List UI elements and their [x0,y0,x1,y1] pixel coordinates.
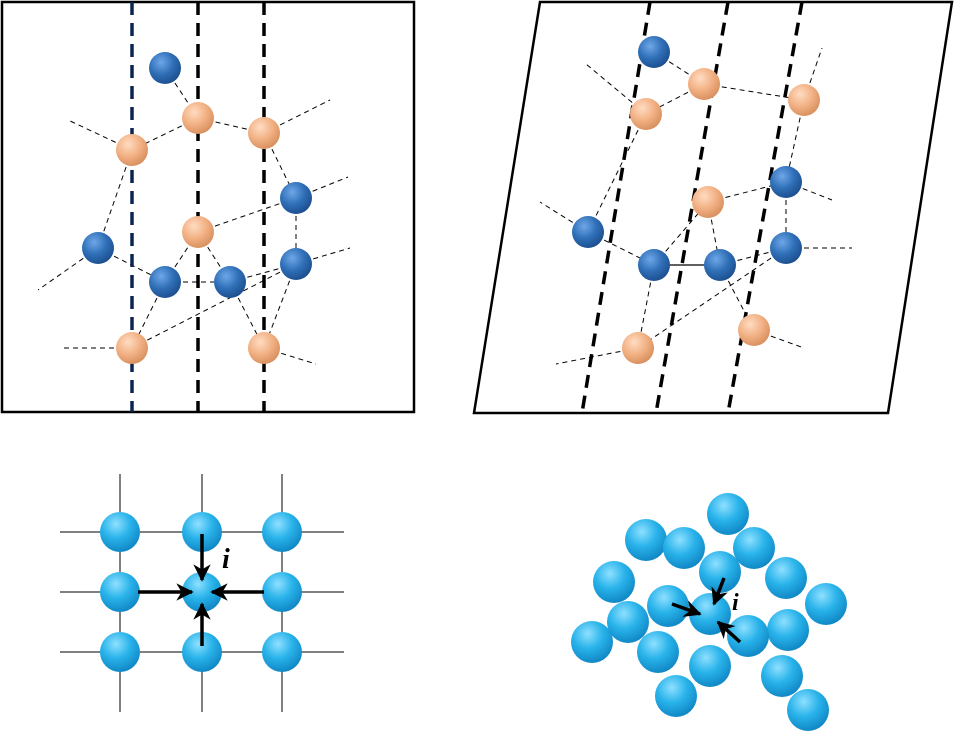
cluster-particles [571,493,847,731]
particle [607,601,649,643]
site-label-i-lattice: i [222,544,230,575]
particle [182,632,222,672]
blue-atom [280,248,312,280]
particle [182,512,222,552]
cluster-arrows [671,577,742,644]
particle [767,609,809,651]
particle [262,572,302,612]
panel-disordered-cluster: i [571,493,847,731]
particle [262,512,302,552]
orange-atom [248,332,280,364]
lattice-particles [100,512,302,672]
orange-atom [116,332,148,364]
particle [733,527,775,569]
particle [699,551,741,593]
blue-atom [214,266,246,298]
particle [655,675,697,717]
square-frame [0,0,416,414]
sheared-line-2 [654,1,730,414]
blue-atom [149,266,181,298]
particle [100,572,140,612]
blue-atom [704,249,736,281]
panel-crystal-sheared [472,0,954,415]
parallelogram-frame [472,0,954,415]
blue-atom [572,216,604,248]
reference-dashed-lines [580,1,804,414]
particle [787,689,829,731]
particle [663,527,705,569]
particle [647,585,689,627]
blue-atom [638,249,670,281]
particle-center [182,572,222,612]
sheared-line-3 [726,1,804,414]
atoms-tr [572,36,820,364]
blue-atom [82,232,114,264]
blue-atom [149,52,181,84]
orange-atom [182,216,214,248]
lattice-arrows [138,534,264,646]
particle [707,493,749,535]
arrow-from-lower-right [716,620,742,644]
atoms-tl [82,52,312,364]
particle [727,615,769,657]
orange-atom [692,186,724,218]
panel-crystal-square [0,0,416,414]
sheared-line-1 [580,1,652,414]
orange-atom [688,68,720,100]
orange-atom [182,102,214,134]
orange-atom [738,314,770,346]
particle [637,631,679,673]
particle [100,512,140,552]
particle [805,583,847,625]
site-label-i-cluster: i [732,590,739,616]
particle [100,632,140,672]
arrow-from-left [671,600,702,617]
panel-square-lattice: i [60,474,344,712]
orange-atom [116,134,148,166]
orange-atom [630,98,662,130]
blue-atom [638,36,670,68]
blue-atom [770,232,802,264]
arrow-from-upper [711,577,728,606]
blue-atom [770,166,802,198]
particle [593,561,635,603]
particle [571,621,613,663]
particle [689,645,731,687]
orange-atom [622,332,654,364]
orange-atom [248,117,280,149]
orange-atom [788,84,820,116]
particle [625,519,667,561]
particle [761,655,803,697]
particle [262,632,302,672]
particle [765,557,807,599]
blue-atom [280,182,312,214]
